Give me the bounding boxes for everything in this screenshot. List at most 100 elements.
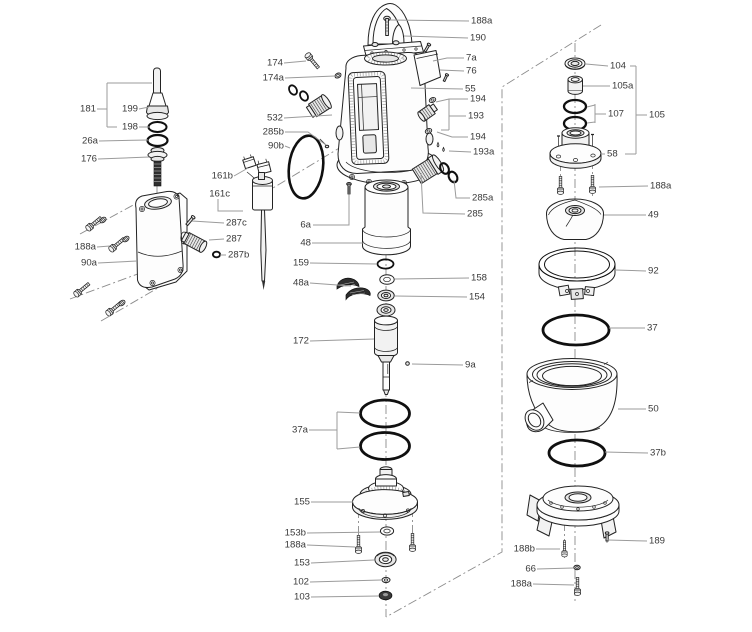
- part-153-bearing: [374, 551, 397, 568]
- part-188a-screw-base: [574, 577, 581, 596]
- part-label-287b: 287b: [228, 250, 249, 261]
- part-label-285b: 285b: [263, 127, 284, 138]
- part-90a-housing: [135, 190, 188, 291]
- part-label-161c: 161c: [209, 189, 230, 200]
- leader-line: [436, 131, 468, 138]
- part-label-188a: 188a: [471, 16, 493, 27]
- part-label-105: 105: [649, 110, 665, 121]
- part-label-107: 107: [608, 109, 624, 120]
- part-label-105a: 105a: [612, 81, 634, 92]
- part-label-188a: 188a: [285, 540, 307, 551]
- part-base-stand: [526, 485, 620, 542]
- part-label-90b: 90b: [268, 141, 284, 152]
- part-label-176: 176: [81, 154, 97, 165]
- part-26a-oring: [146, 133, 169, 148]
- leader-line: [453, 179, 470, 199]
- leader-line: [306, 531, 381, 534]
- part-label-161b: 161b: [212, 171, 233, 182]
- leader-line: [598, 185, 649, 188]
- part-188a-screw-right: [589, 175, 596, 194]
- part-285b-pin: [319, 138, 330, 149]
- leader-line: [604, 451, 649, 454]
- part-159-oring: [376, 258, 395, 270]
- part-label-153: 153: [294, 558, 310, 569]
- part-188a-screw-right: [557, 176, 564, 195]
- center-line: [385, 24, 602, 618]
- part-189-pin: [604, 531, 610, 542]
- housing-left-boss: [335, 125, 344, 141]
- part-label-153b: 153b: [285, 528, 306, 539]
- leader-line: [98, 139, 149, 142]
- part-label-159: 159: [293, 258, 309, 269]
- part-161b-clamps: [242, 154, 272, 182]
- leader-line: [284, 145, 291, 149]
- part-label-55: 55: [465, 84, 476, 95]
- part-label-37b: 37b: [650, 448, 666, 459]
- leader-line: [410, 87, 464, 90]
- part-48-stator: [362, 179, 411, 256]
- part-287b-oring: [211, 250, 222, 259]
- part-188a-screw-bottom-right: [409, 533, 416, 552]
- part-50-volute: [524, 358, 618, 433]
- leader-line: [285, 131, 327, 146]
- part-label-37: 37: [647, 323, 658, 334]
- float-probe-assembly: [146, 67, 169, 187]
- leader-line: [217, 199, 243, 212]
- part-92-clamp-band: [538, 247, 616, 300]
- leader-line: [448, 150, 472, 153]
- part-label-26a: 26a: [82, 136, 99, 147]
- part-161c-capacitor: [252, 172, 273, 290]
- housing-bolt: [84, 214, 104, 233]
- part-label-181: 181: [80, 104, 96, 115]
- part-55-motor-housing: [335, 51, 434, 186]
- part-label-188a: 188a: [511, 579, 533, 590]
- part-104-bearing: [564, 57, 586, 70]
- part-label-9a: 9a: [465, 360, 476, 371]
- part-287c-pin: [185, 215, 196, 227]
- part-190-handle: [363, 3, 424, 58]
- part-199-cone: [146, 92, 169, 121]
- leader-line: [336, 411, 361, 414]
- leader-line: [336, 446, 361, 450]
- part-285a-oring: [439, 162, 450, 175]
- part-198-oring: [147, 121, 168, 133]
- leader-line: [432, 57, 464, 62]
- leader-line: [310, 595, 380, 598]
- leader-line: [536, 567, 574, 570]
- leader-line: [403, 35, 469, 39]
- part-103-grommet: [378, 590, 393, 601]
- leader-line: [607, 539, 648, 542]
- leader-line: [389, 19, 470, 22]
- leader-line: [435, 98, 468, 103]
- part-label-90a: 90a: [81, 258, 98, 269]
- part-label-188a: 188a: [650, 181, 672, 192]
- part-176-fitting: [147, 147, 168, 187]
- part-label-194: 194: [470, 132, 487, 143]
- leader-line: [97, 260, 138, 264]
- volute-discharge-port: [524, 402, 554, 433]
- part-194-washer-top: [427, 96, 438, 104]
- leader-line: [138, 106, 150, 110]
- part-label-92: 92: [648, 266, 659, 277]
- float-housing-assembly: [72, 190, 222, 318]
- part-37a-oring: [359, 431, 411, 461]
- part-label-76: 76: [466, 66, 477, 77]
- part-label-194: 194: [470, 94, 487, 105]
- part-37b-oring: [547, 438, 607, 468]
- part-193-fitting: [417, 103, 438, 122]
- part-label-154: 154: [469, 292, 486, 303]
- leader-line: [309, 282, 352, 287]
- leader-line: [420, 172, 466, 215]
- part-37a-oring: [359, 398, 411, 429]
- leader-line: [283, 60, 307, 64]
- part-181-probe-rod: [153, 67, 161, 96]
- part-label-174: 174: [267, 58, 284, 69]
- leader-line: [394, 277, 470, 280]
- leader-line: [284, 75, 336, 79]
- leader-line: [309, 262, 378, 265]
- leader-line: [309, 579, 382, 583]
- part-label-102: 102: [293, 577, 309, 588]
- part-label-50: 50: [648, 404, 659, 415]
- part-label-287c: 287c: [226, 218, 247, 229]
